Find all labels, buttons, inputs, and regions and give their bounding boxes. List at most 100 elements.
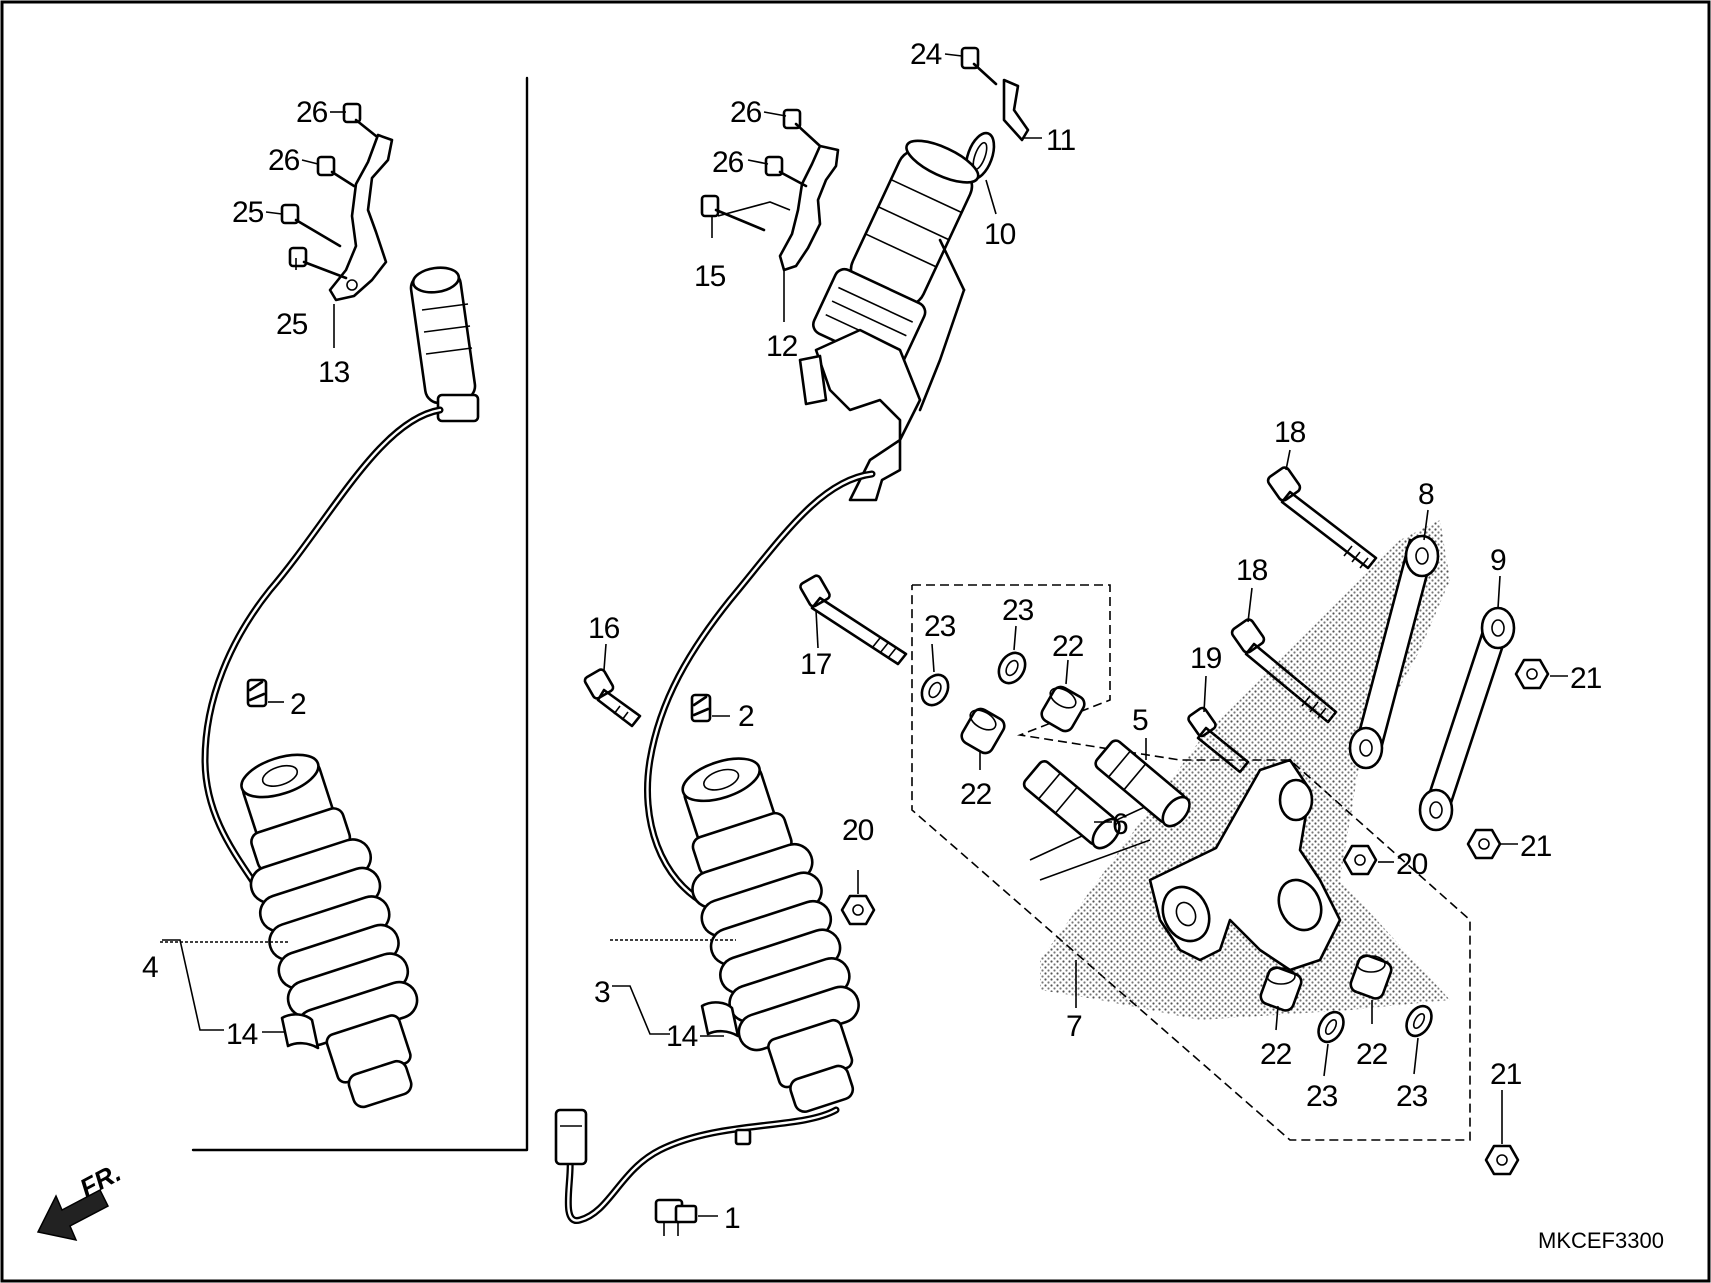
callout-22: 22 <box>1356 1038 1388 1071</box>
callout-22: 22 <box>1260 1038 1292 1071</box>
callout-9: 9 <box>1490 544 1506 577</box>
bolt-24 <box>960 46 998 86</box>
nut-21-middle <box>1466 828 1502 860</box>
callout-17: 17 <box>800 648 832 681</box>
bolt-19 <box>1187 706 1250 774</box>
connector-stub <box>798 354 828 406</box>
bellcrank-bore-a <box>1161 885 1211 943</box>
bolt-26-upper <box>342 102 378 138</box>
callout-4: 4 <box>142 951 158 984</box>
inset-panel-border <box>191 76 529 1152</box>
callout-5: 5 <box>1132 704 1148 737</box>
nut-21-lower <box>1484 1144 1520 1176</box>
callout-26: 26 <box>712 146 744 179</box>
callout-23: 23 <box>1306 1080 1338 1113</box>
callout-23: 23 <box>1002 594 1034 627</box>
callout-26: 26 <box>268 144 300 177</box>
bearing-22-upper-b <box>1040 685 1086 733</box>
sensor-connector <box>554 1108 588 1166</box>
linkage-dot-zone <box>1040 520 1450 1020</box>
wire-clip-mid <box>734 1128 752 1146</box>
callout-10: 10 <box>984 218 1016 251</box>
callout-7: 7 <box>1066 1010 1082 1043</box>
bolt-25-upper <box>280 203 342 248</box>
clip-1 <box>654 1198 698 1236</box>
left-shock-body <box>240 753 419 1109</box>
callout-23: 23 <box>924 610 956 643</box>
callout-21: 21 <box>1520 830 1552 863</box>
bracket-13-hole <box>346 279 358 291</box>
bearing-22-lower-b <box>1349 954 1393 1000</box>
callout-19: 19 <box>1190 642 1222 675</box>
collar-6 <box>1022 760 1121 850</box>
link-8 <box>1348 534 1440 770</box>
callout-26: 26 <box>296 96 328 129</box>
bolt-18-lower <box>1230 618 1338 724</box>
sticker-14-main <box>700 1001 740 1038</box>
callout-labels: 26 26 25 25 13 2 4 14 26 26 15 12 24 11 … <box>142 38 1603 1235</box>
callout-24: 24 <box>910 38 942 71</box>
clip-2-main <box>690 693 712 723</box>
left-reservoir-base <box>436 393 480 423</box>
nut-20-linkage <box>1342 844 1378 876</box>
bolt-25-lower <box>288 246 348 280</box>
sensor-wire <box>564 1106 840 1224</box>
callout-26: 26 <box>730 96 762 129</box>
callout-14: 14 <box>226 1018 258 1051</box>
callout-20: 20 <box>842 814 874 847</box>
callout-8: 8 <box>1418 478 1434 511</box>
callout-18: 18 <box>1274 416 1306 449</box>
bolt-18-upper <box>1266 466 1378 570</box>
link-9 <box>1418 606 1516 832</box>
callout-22: 22 <box>960 778 992 811</box>
left-shock-assembly <box>201 102 480 1109</box>
linkage-dashed-outline <box>911 584 1471 1141</box>
main-shock-body <box>681 757 860 1113</box>
sticker-14-left <box>280 1013 320 1050</box>
linkage-assembly <box>911 466 1550 1176</box>
callout-16: 16 <box>588 612 620 645</box>
callout-6: 6 <box>1112 808 1128 841</box>
bellcrank-bore-b <box>1277 878 1323 932</box>
bolt-15 <box>700 194 766 232</box>
callout-25: 25 <box>276 308 308 341</box>
bracket-12 <box>778 144 840 272</box>
callout-21: 21 <box>1570 662 1602 695</box>
main-shock-assembly <box>554 46 1030 1236</box>
callout-15: 15 <box>694 260 726 293</box>
bellcrank-bore-c <box>1278 778 1314 822</box>
bearing-22-upper-a <box>960 707 1006 755</box>
seal-23-lower-b <box>1405 1004 1433 1038</box>
callout-2: 2 <box>738 700 754 733</box>
left-reservoir-cap <box>411 266 461 294</box>
bolt-26-lower <box>316 155 356 188</box>
callout-22: 22 <box>1052 630 1084 663</box>
collar-5 <box>1094 739 1191 828</box>
clip-11 <box>1002 78 1030 142</box>
drawing-code: MKCEF3300 <box>1538 1228 1664 1253</box>
callout-18: 18 <box>1236 554 1268 587</box>
bearing-22-lower-a <box>1259 966 1303 1012</box>
bracket-13 <box>328 133 394 302</box>
main-reservoir-mount <box>814 328 922 502</box>
bolt-26-main-upper <box>782 108 822 148</box>
seal-23-upper-b <box>997 651 1027 685</box>
leader-lines <box>160 53 1568 1217</box>
callout-11: 11 <box>1046 124 1075 157</box>
callout-13: 13 <box>318 356 350 389</box>
callout-21: 21 <box>1490 1058 1522 1091</box>
clip-2-left <box>246 678 268 708</box>
callout-3: 3 <box>594 976 610 1009</box>
bolt-16 <box>583 668 642 728</box>
seal-23-lower-a <box>1317 1010 1345 1044</box>
nut-21-upper <box>1514 658 1550 690</box>
callout-23: 23 <box>1396 1080 1428 1113</box>
callout-20: 20 <box>1396 848 1428 881</box>
seal-23-upper-a <box>920 673 950 707</box>
callout-14: 14 <box>666 1020 698 1053</box>
callout-25: 25 <box>232 196 264 229</box>
nut-20 <box>840 894 876 926</box>
callout-2: 2 <box>290 688 306 721</box>
